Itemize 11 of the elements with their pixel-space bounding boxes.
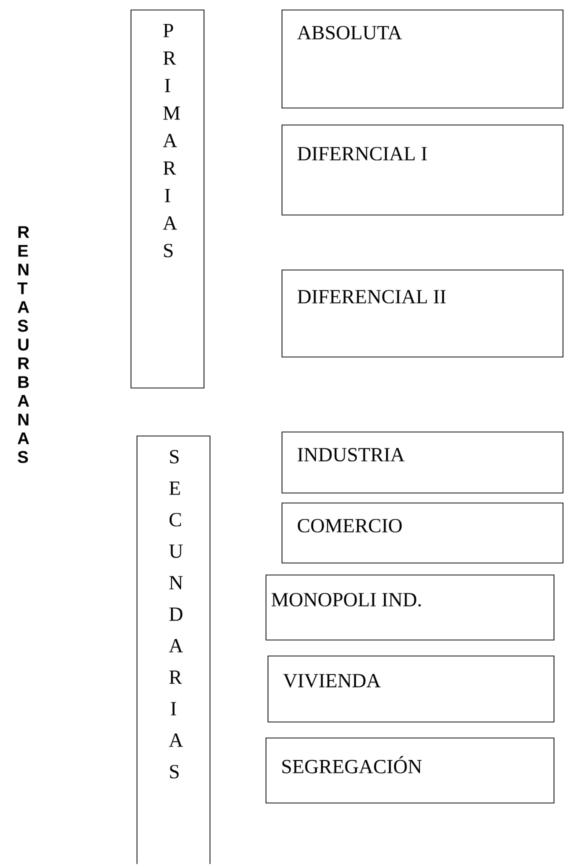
category-box: DIFERENCIAL II	[282, 270, 564, 358]
category-box: DIFERNCIAL I	[282, 124, 564, 216]
vertical-title: RENTAS URBANAS	[17, 226, 30, 464]
category-box: MONOPOLI IND.	[266, 574, 554, 640]
category-box: ABSOLUTA	[282, 10, 564, 108]
category-box: COMERCIO	[282, 502, 564, 564]
vertical-label-box: PRIMARIAS	[130, 10, 204, 388]
vertical-label-box: SECUNDARIAS	[136, 436, 210, 864]
category-box: INDUSTRIA	[282, 432, 564, 494]
category-box: SEGREGACIÓN	[266, 738, 554, 804]
category-box: VIVIENDA	[268, 656, 554, 722]
